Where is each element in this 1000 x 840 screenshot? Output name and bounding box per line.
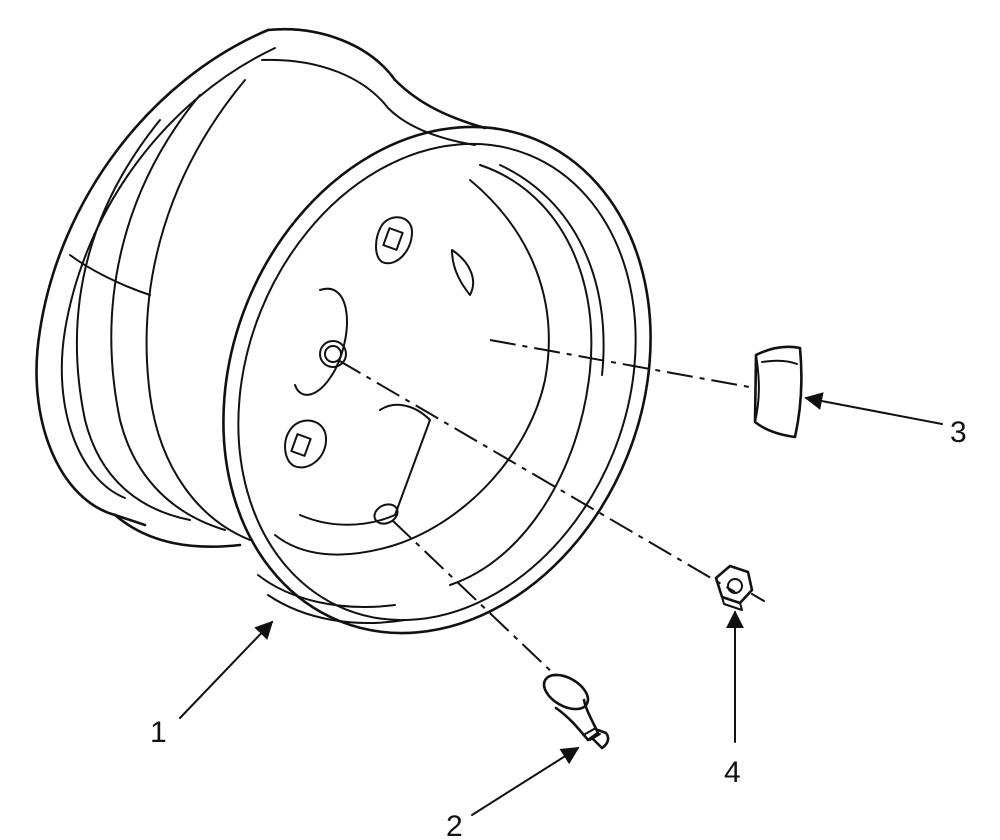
weight-body <box>753 345 803 439</box>
disc-stud-seat-upper <box>319 340 347 368</box>
weight-clip <box>761 359 798 365</box>
rim-inner-groove-1 <box>449 164 593 586</box>
rim-front-lip-inner <box>237 142 637 622</box>
disc-outline <box>274 179 550 556</box>
leader-1 <box>179 620 274 719</box>
valve-tip <box>590 728 610 750</box>
disc-valve-hole <box>373 503 399 525</box>
rim-front-lip-outer <box>222 125 652 635</box>
callout-3: 3 <box>950 416 967 449</box>
nut-bore <box>727 578 743 594</box>
wheel-nut <box>714 564 765 611</box>
disc-slot-lower <box>290 433 312 457</box>
callout-4: 4 <box>724 756 741 789</box>
disc-rib-lower <box>299 403 431 526</box>
disc-hand-hole-lower <box>284 419 328 469</box>
rim-back-flange <box>35 28 270 527</box>
valve-base <box>542 673 590 711</box>
leader-3 <box>804 392 943 425</box>
nut-chamfer <box>721 596 743 611</box>
weight-edge <box>754 354 760 423</box>
rim-bottom-profile <box>113 513 242 548</box>
valve-body <box>554 698 600 742</box>
balance-weight <box>753 345 803 439</box>
centerline-valve <box>391 519 557 677</box>
nut-axis <box>751 593 765 602</box>
disc-stud-hole-upper <box>324 345 342 363</box>
callout-2: 2 <box>446 810 463 840</box>
valve-stem <box>542 673 610 750</box>
rim-top-groove-1 <box>261 58 476 146</box>
rim-top-profile <box>266 27 487 130</box>
rim-body-line-1 <box>75 119 191 521</box>
leaders <box>179 392 943 816</box>
wheel-rim <box>35 27 652 635</box>
centerline-weight <box>489 339 756 389</box>
rim-inner-groove-4 <box>267 594 406 624</box>
rim-back-flange-inner <box>60 47 276 499</box>
disc-rib-upper <box>451 249 475 296</box>
centerline-nut <box>337 359 736 593</box>
rim-inner-groove-2 <box>499 164 605 376</box>
leader-2 <box>471 747 580 816</box>
center-lines <box>337 339 756 677</box>
callout-1: 1 <box>150 716 167 749</box>
disc-hand-hole-upper <box>375 216 413 265</box>
disc-hub-bore <box>294 287 348 396</box>
wheel-disc <box>274 179 550 556</box>
disc-slot-upper <box>382 227 404 251</box>
rim-body-line-2 <box>110 94 226 531</box>
rim-body-line-3 <box>145 79 251 541</box>
rim-inner-groove-3 <box>257 574 396 608</box>
rim-flange-break <box>69 254 151 296</box>
